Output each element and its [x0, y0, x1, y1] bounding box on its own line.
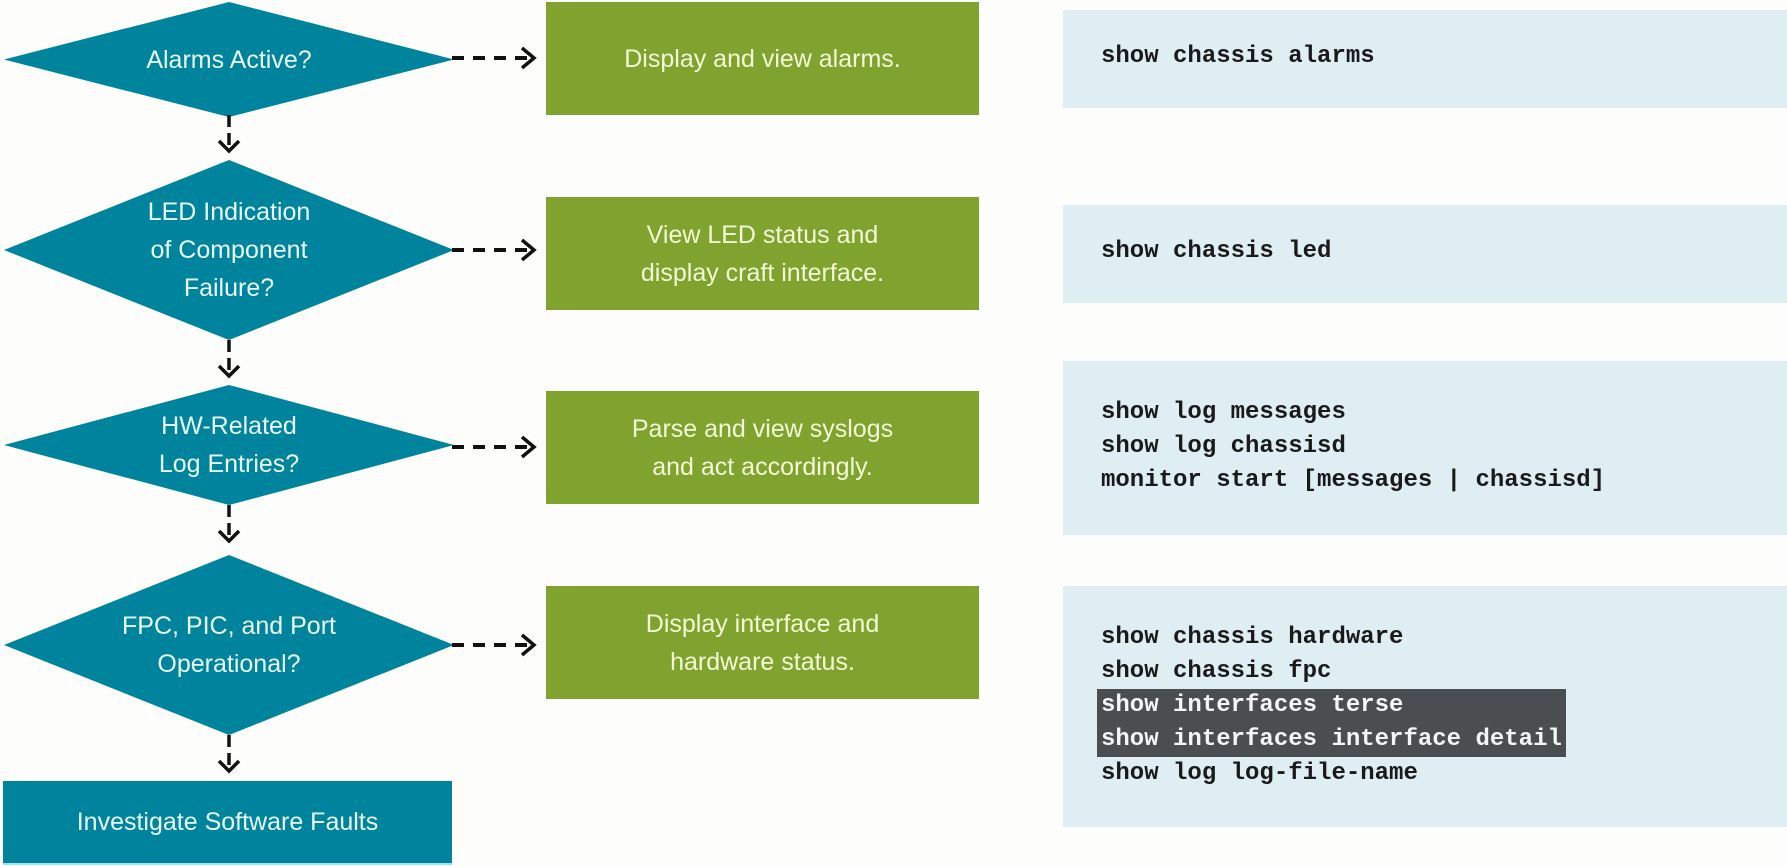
arrow-down-icon — [217, 505, 241, 544]
command-line: show chassis fpc — [1101, 658, 1332, 685]
decision-label: FPC, PIC, and Port Operational? — [122, 612, 336, 678]
dashed-arrow-right-icon — [452, 435, 537, 459]
command-line: show log log-file-name — [1101, 760, 1418, 787]
action-display-alarms: Display and view alarms. — [546, 2, 979, 115]
command-line: show chassis hardware — [1101, 624, 1404, 651]
command-box-led: show chassis led — [1063, 205, 1787, 303]
command-line: show chassis led — [1101, 238, 1332, 265]
dashed-arrow-right-icon — [452, 633, 537, 657]
decision-label: Alarms Active? — [146, 45, 312, 74]
decision-label: HW-Related Log Entries? — [158, 412, 300, 478]
arrow-down-icon — [217, 340, 241, 379]
decision-diamond-shape — [4, 555, 454, 735]
decision-diamond-shape — [4, 2, 454, 117]
command-line-highlighted: show interfaces interface detail — [1097, 723, 1566, 757]
command-line: show log messages — [1101, 399, 1346, 426]
decision-led-indication: LED Indication of Component Failure? — [4, 160, 454, 340]
decision-label: LED Indication of Component Failure? — [147, 198, 311, 302]
decision-diamond-shape — [4, 385, 454, 505]
arrow-down-icon — [217, 115, 241, 154]
command-box-interfaces: show chassis hardware show chassis fpc s… — [1063, 586, 1787, 827]
dashed-arrow-right-icon — [452, 46, 537, 70]
command-line: show log chassisd — [1101, 433, 1346, 460]
command-line: show chassis alarms — [1101, 43, 1375, 70]
decision-hw-related-logs: HW-Related Log Entries? — [4, 385, 454, 505]
arrow-down-icon — [217, 735, 241, 774]
command-box-alarms: show chassis alarms — [1063, 10, 1787, 108]
action-parse-syslogs: Parse and view syslogs and act according… — [546, 391, 979, 504]
command-line: monitor start [messages | chassisd] — [1101, 467, 1606, 494]
action-view-led-status: View LED status and display craft interf… — [546, 197, 979, 310]
final-step-investigate-software-faults: Investigate Software Faults — [3, 781, 452, 865]
dashed-arrow-right-icon — [452, 238, 537, 262]
decision-fpc-pic-port: FPC, PIC, and Port Operational? — [4, 555, 454, 735]
command-line-highlighted: show interfaces terse — [1097, 689, 1566, 723]
command-box-logs: show log messages show log chassisd moni… — [1063, 361, 1787, 535]
action-display-interface-hardware: Display interface and hardware status. — [546, 586, 979, 699]
decision-diamond-shape — [4, 160, 454, 340]
decision-alarms-active: Alarms Active? — [4, 2, 454, 117]
